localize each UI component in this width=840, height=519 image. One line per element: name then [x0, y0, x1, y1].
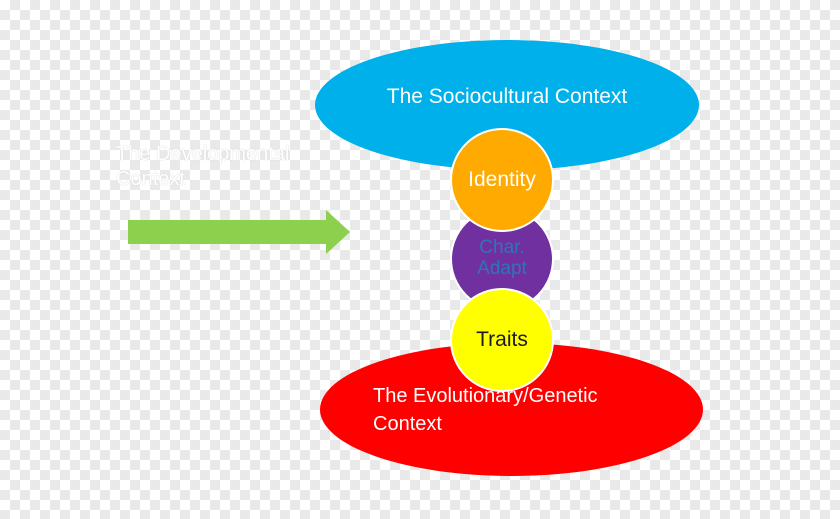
right-arrow-icon	[128, 210, 350, 254]
characteristic-adaptations-label: Char.Adapt	[477, 237, 527, 279]
sociocultural-context-label: The Sociocultural Context	[386, 85, 628, 109]
traits-label: Traits	[476, 328, 528, 352]
traits-circle: Traits	[450, 288, 554, 392]
identity-label: Identity	[468, 168, 536, 192]
identity-circle: Identity	[450, 128, 554, 232]
arrow-shape	[128, 210, 350, 254]
